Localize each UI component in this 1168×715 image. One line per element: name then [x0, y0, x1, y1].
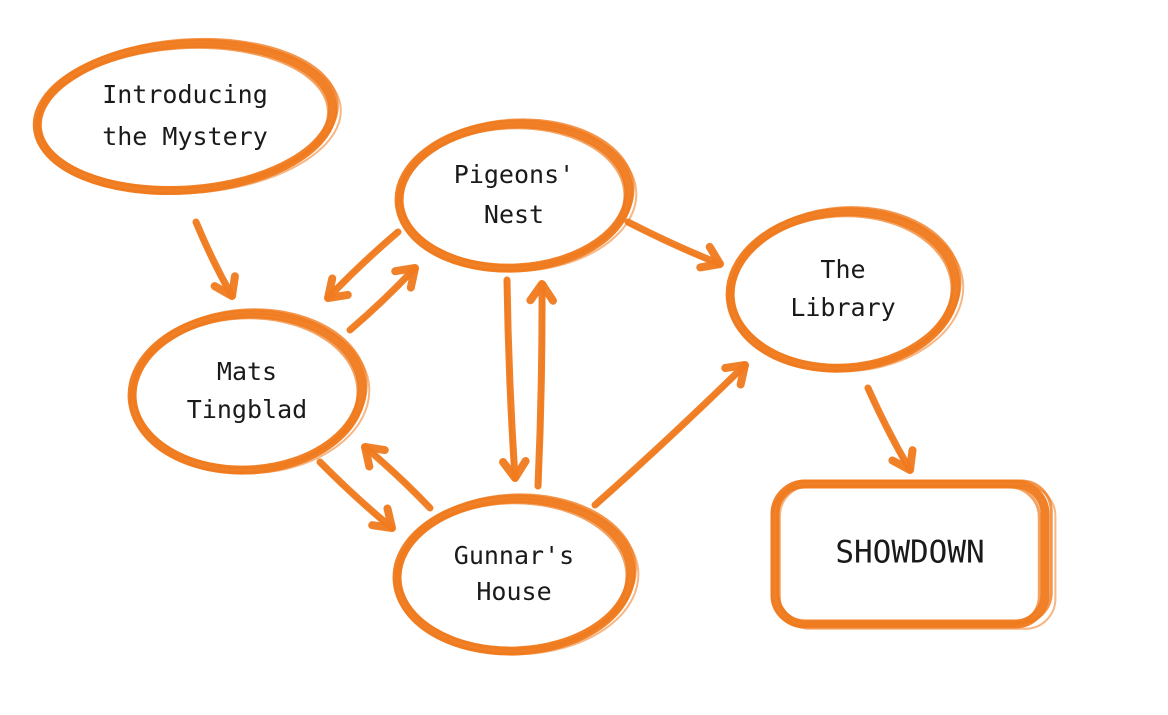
node-pigeons-border — [395, 126, 627, 273]
node-intro: Introducing the Mystery — [32, 37, 342, 196]
edge-line-texture — [595, 365, 748, 508]
edge-arrowhead — [210, 272, 239, 300]
edge-mats-to-gunnar — [316, 458, 396, 532]
node-pigeons-border — [399, 118, 635, 268]
edge-line — [346, 264, 419, 334]
edge-arrowhead — [696, 242, 724, 272]
node-pigeons-label-line-2: Nest — [484, 200, 544, 229]
node-mats-border — [132, 308, 368, 470]
edge-arrowhead — [721, 361, 749, 389]
node-gunnar-label-line-2: House — [476, 577, 551, 606]
edge-line — [361, 443, 434, 512]
node-library-label-line-1: The — [820, 255, 865, 284]
edge-line-texture — [350, 268, 418, 333]
node-showdown: SHOWDOWN — [770, 479, 1057, 630]
node-intro-label-line-2: the Mystery — [102, 122, 268, 151]
edge-gunnar-to-library — [591, 361, 749, 509]
edge-line — [624, 218, 724, 268]
edge-arrowhead — [526, 280, 557, 305]
node-mats-border — [128, 316, 360, 474]
node-library-border — [726, 214, 954, 373]
node-mats-border — [133, 313, 371, 475]
edge-arrowhead — [499, 457, 530, 482]
node-gunnar-label-line-1: Gunnar's — [454, 541, 574, 570]
edge-arrowhead — [391, 264, 419, 292]
node-gunnar-border — [397, 493, 637, 651]
edge-line-texture — [193, 221, 232, 298]
edges-layer — [192, 218, 917, 532]
edge-gunnar-to-mats — [361, 443, 434, 512]
node-intro-border — [34, 45, 330, 195]
node-pigeons-label-line-1: Pigeons' — [454, 160, 574, 189]
node-intro-border — [36, 37, 339, 190]
node-mats-label-line-1: Mats — [217, 357, 277, 386]
node-intro-label-line-1: Introducing — [102, 80, 268, 109]
edge-arrowhead — [888, 446, 917, 474]
edge-mats-to-pigeons — [346, 264, 419, 334]
edge-intro-to-mats — [192, 218, 239, 300]
node-library-border — [730, 206, 962, 368]
node-showdown-label-line-1: SHOWDOWN — [835, 535, 984, 571]
node-mats-label-line-2: Tingblad — [187, 395, 307, 424]
edge-line-texture — [539, 283, 545, 488]
edge-arrowhead — [361, 443, 389, 471]
edge-arrowhead — [368, 504, 396, 532]
node-gunnar-border — [398, 498, 640, 656]
edge-line — [864, 384, 914, 474]
edge-line-texture — [626, 222, 721, 267]
node-showdown-border — [776, 479, 1053, 625]
node-showdown-border — [779, 485, 1057, 630]
edge-gunnar-to-pigeons — [526, 280, 557, 490]
edge-line-texture — [865, 387, 910, 472]
edge-pigeons-to-library — [624, 218, 724, 272]
edge-line-texture — [325, 229, 398, 298]
edge-line — [324, 228, 402, 302]
node-library-label-line-2: Library — [790, 293, 895, 322]
node-library-border — [732, 210, 965, 373]
node-intro-border — [38, 42, 342, 195]
edge-pigeons-to-gunnar — [499, 276, 530, 482]
edge-line-texture — [317, 462, 392, 531]
edge-library-to-showdown — [864, 384, 917, 474]
edge-line — [591, 361, 749, 509]
edge-line-texture — [365, 444, 433, 508]
node-pigeons: Pigeons' Nest — [394, 118, 638, 273]
node-gunnar-border — [393, 501, 629, 655]
edge-arrowhead — [324, 274, 352, 302]
edge-pigeons-to-mats — [324, 228, 402, 302]
node-pigeons-border — [400, 123, 638, 273]
edge-line-texture — [504, 279, 515, 480]
edge-line — [316, 458, 396, 532]
